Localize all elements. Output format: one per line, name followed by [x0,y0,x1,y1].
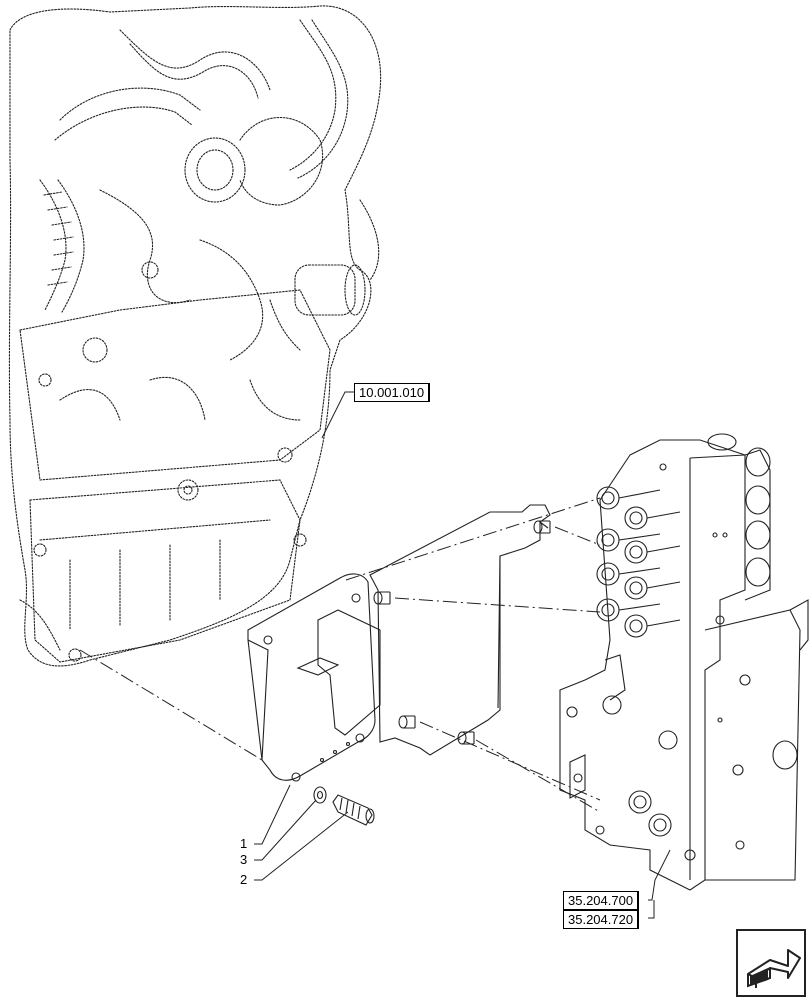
assembly-lines [79,497,601,813]
reference-valve-b[interactable]: 35.204.720 [563,910,640,929]
callout-item-2: 2 [240,872,248,887]
next-page-arrow-icon[interactable] [736,929,806,997]
callout-item-1: 1 [240,836,248,851]
back-plate [247,573,381,782]
engine-assembly [8,5,382,667]
reference-valve-a[interactable]: 35.204.700 [563,891,640,910]
studs [373,520,551,745]
mounting-bracket [369,504,551,756]
reference-engine[interactable]: 10.001.010 [354,383,431,402]
solenoid-coils [596,486,678,837]
leader-lines [254,391,671,919]
callout-item-3: 3 [240,852,248,867]
bolt [332,794,375,826]
valve-block-assembly [559,433,809,891]
coil-connectors-right [707,433,798,770]
washer [313,786,327,804]
